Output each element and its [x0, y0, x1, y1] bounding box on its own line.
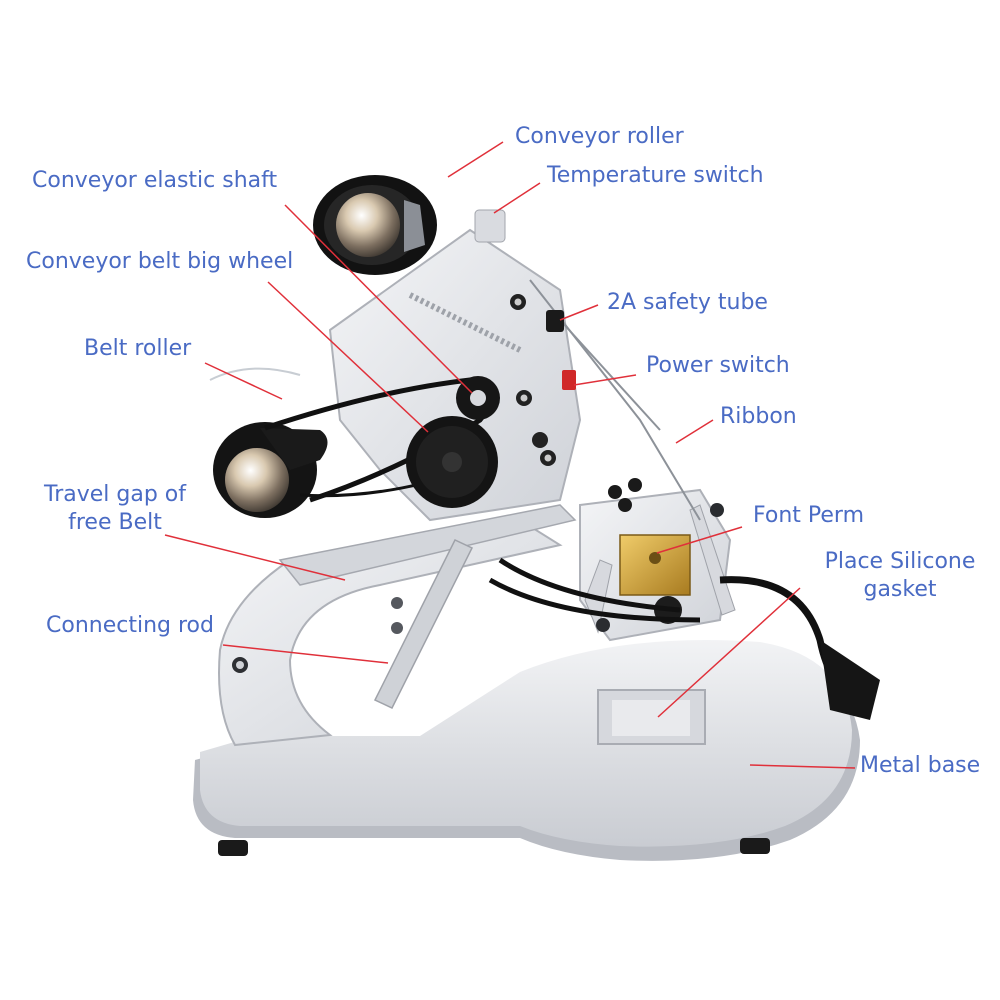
- label-travel-gap-line1: Travel gap of: [43, 482, 186, 507]
- label-travel-gap-line2: free Belt: [68, 510, 162, 535]
- label-conveyor-elastic-shaft: Conveyor elastic shaft: [32, 168, 278, 193]
- conveyor-belt-big-wheel: [406, 416, 498, 508]
- label-power-switch: Power switch: [646, 353, 790, 378]
- label-place-silicone-line1: Place Silicone: [824, 549, 976, 574]
- conveyor-roller: [313, 175, 437, 275]
- label-metal-base: Metal base: [860, 753, 981, 778]
- label-connecting-rod: Connecting rod: [46, 613, 214, 638]
- frame-screws: [510, 294, 556, 466]
- label-ribbon: Ribbon: [720, 404, 797, 429]
- conveyor-elastic-shaft: [456, 376, 500, 420]
- label-place-silicone: Place Silicone gasket: [812, 548, 988, 604]
- belt-roller: [213, 422, 328, 518]
- label-belt-roller: Belt roller: [84, 336, 192, 361]
- label-font-perm: Font Perm: [753, 503, 864, 528]
- metal-base: [193, 640, 860, 861]
- temperature-switch: [474, 209, 506, 243]
- label-safety-tube: 2A safety tube: [607, 290, 768, 315]
- label-conveyor-roller: Conveyor roller: [515, 124, 684, 149]
- safety-tube: [546, 310, 564, 332]
- label-travel-gap: Travel gap of free Belt: [36, 481, 194, 537]
- label-place-silicone-line2: gasket: [863, 577, 937, 602]
- label-conveyor-belt-big-wheel: Conveyor belt big wheel: [26, 249, 294, 274]
- label-temperature-switch: Temperature switch: [547, 163, 764, 188]
- power-switch: [562, 370, 576, 390]
